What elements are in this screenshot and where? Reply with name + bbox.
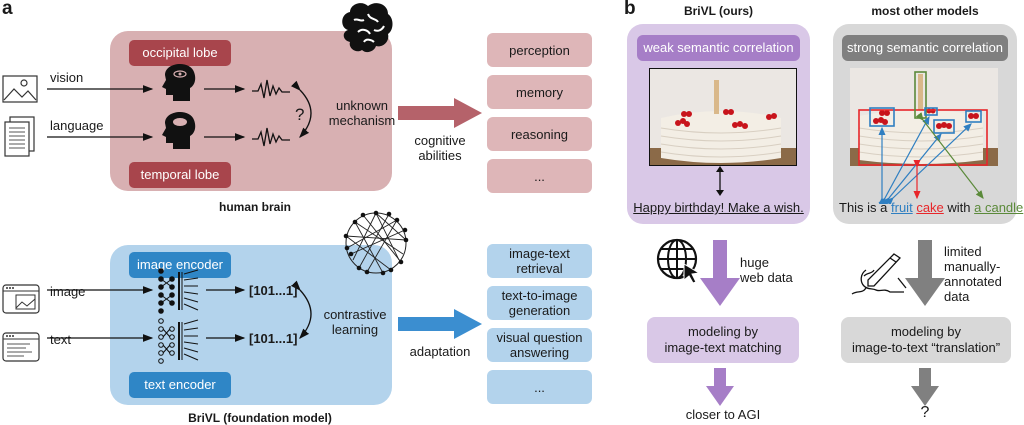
strong-correlation-header: strong semantic correlation [842,35,1008,61]
cognitive-abilities-label: cognitive abilities [405,133,475,163]
task-line1: visual question [496,330,583,345]
others-modeling-line1: modeling by [890,324,962,339]
limited-data-line3: annotated [944,274,1002,289]
ability-perception: perception [487,33,592,67]
limited-data-arrow [905,240,945,306]
unknown-question-mark: ? [295,105,305,124]
cake-photo-plain [649,68,797,166]
caption-prefix: This is a [839,200,892,215]
signal-wave-2 [252,127,290,147]
panel-b-letter: b [624,0,636,19]
brain-flow-arrows [47,64,312,149]
others-title: most other models [871,4,979,18]
limited-data-line1: limited [944,244,982,259]
task-line1: image-text [509,246,570,261]
image-embedding-vector: [101...1] [249,283,298,298]
others-modeling-line2: image-to-text “translation” [851,340,1001,355]
closer-to-agi-label: closer to AGI [685,407,761,422]
others-caption: This is a fruit cake with a candle. [839,200,1024,215]
panel-a-letter: a [2,0,13,19]
ours-modeling-line2: image-text matching [664,340,782,355]
contrastive-learning-label: contrastive learning [314,307,396,337]
task-line1: ... [534,379,545,395]
caption-fruit: fruit [891,200,913,215]
cognitive-abilities-line2: abilities [418,148,462,163]
ours-title: BriVL (ours) [683,4,754,18]
image-window-icon [2,284,40,314]
weak-correlation-header: weak semantic correlation [637,35,800,61]
limited-data-line2: manually- [944,259,1001,274]
others-outcome-arrow [911,368,939,406]
language-label: language [50,118,104,133]
huge-web-data-line1: huge [740,255,769,270]
huge-web-data-label: huge web data [740,255,793,285]
task-line2: answering [509,345,570,360]
cognitive-abilities-line1: cognitive [414,133,466,148]
huge-web-data-arrow [700,240,740,306]
weak-link-arrow [716,166,724,196]
head-eye-icon [162,64,196,101]
head-speech-icon [162,112,196,149]
task-line2: generation [508,303,571,318]
model-flow-arrows [47,268,312,364]
image-file-icon [2,75,38,103]
foundation-model-title: BriVL (foundation model) [188,411,332,425]
image-encoder-network-icon [158,268,199,314]
document-icon [4,116,35,157]
text-embedding-vector: [101...1] [249,331,298,346]
signal-wave-1 [252,79,290,99]
limited-data-label: limited manually- annotated data [944,244,1002,304]
ours-caption: Happy birthday! Make a wish. [633,200,804,215]
limited-data-line4: data [944,289,970,304]
globe-cursor-icon [656,238,701,284]
unknown-mechanism-line2: mechanism [328,113,396,128]
text-input-label: text [50,332,71,347]
ours-outcome-arrow [706,368,734,406]
annotated-cake-photo [850,68,998,204]
human-brain-title: human brain [218,200,291,214]
task-more: ... [487,370,592,404]
contrastive-line2: learning [331,322,379,337]
ability-memory: memory [487,75,592,109]
task-line2: retrieval [516,261,563,276]
contrastive-line1: contrastive [323,307,387,322]
caption-cake: cake [916,200,944,215]
adaptation-arrow [398,309,482,339]
temporal-lobe-tag: temporal lobe [129,162,231,188]
hand-writing-icon [851,253,907,295]
image-encoder-tag: image encoder [129,252,231,278]
vision-label: vision [50,70,84,85]
adaptation-label: adaptation [409,344,471,359]
caption-with: with [943,200,975,215]
text-encoder-tag: text encoder [129,372,231,398]
others-outcome-question: ? [920,404,930,421]
ability-reasoning: reasoning [487,117,592,151]
unknown-mechanism-label: unknown mechanism [327,98,397,128]
unknown-mechanism-bracket [290,80,312,138]
network-graph-icon [343,210,409,276]
task-line1: text-to-image [501,288,578,303]
text-window-icon [2,332,40,362]
huge-web-data-line2: web data [740,270,793,285]
caption-candle: a candle [974,200,1024,215]
ours-modeling-line1: modeling by [687,324,759,339]
unknown-mechanism-line1: unknown [335,98,389,113]
text-encoder-network-icon [158,318,199,364]
ability-more: ... [487,159,592,193]
occipital-lobe-tag: occipital lobe [129,40,231,66]
cognitive-abilities-arrow [398,98,482,128]
brain-icon [342,3,393,53]
image-input-label: image [50,284,86,299]
